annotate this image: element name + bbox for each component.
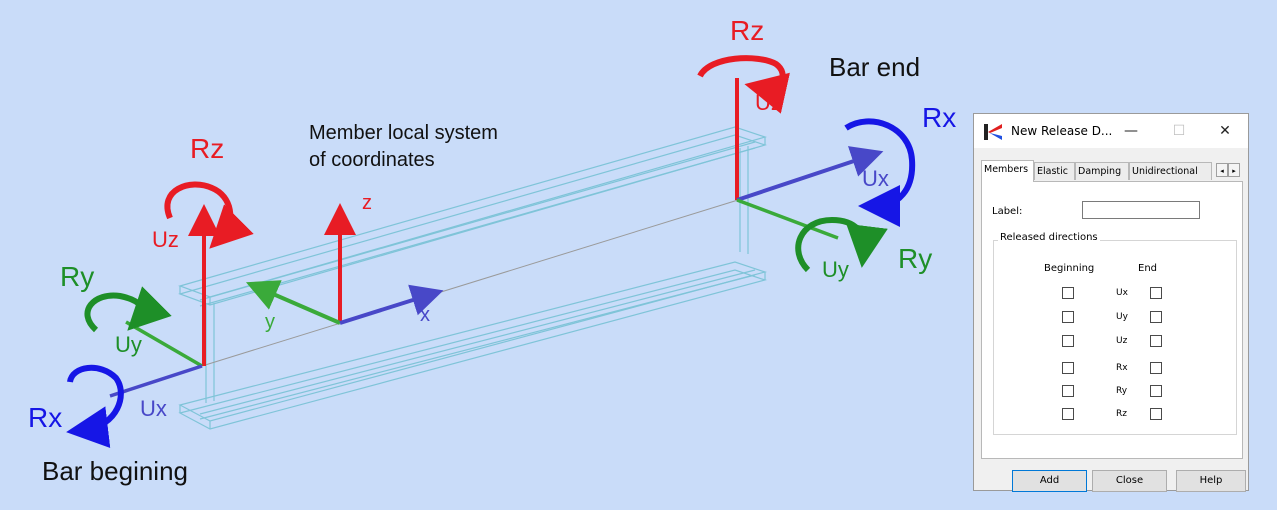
label-input[interactable] (1082, 201, 1200, 219)
uz-row-label: Uz (1116, 336, 1128, 346)
tab-elastic[interactable]: Elastic (1034, 162, 1075, 180)
end-column-header: End (1138, 263, 1158, 274)
rx-moment-beginning-icon (66, 364, 124, 449)
uy-end-checkbox[interactable] (1150, 311, 1162, 323)
bar-end-title: Bar end (829, 52, 920, 82)
ux-end-checkbox[interactable] (1150, 287, 1162, 299)
bar-beginning-title: Bar begining (42, 456, 188, 486)
uy-row-label: Uy (1116, 312, 1128, 322)
close-button[interactable]: Close (1092, 470, 1167, 492)
members-tab-panel (981, 181, 1243, 459)
axis-label-x: x (420, 304, 430, 326)
close-window-button[interactable]: ✕ (1219, 123, 1231, 139)
rx-beginning-checkbox[interactable] (1062, 362, 1074, 374)
label-uz-beginning: Uz (152, 227, 179, 252)
tab-unidirectional[interactable]: Unidirectional (1129, 162, 1212, 180)
tab-scroll-left-icon[interactable]: ◂ (1216, 163, 1228, 177)
dialog-tabs: Members Elastic Damping Unidirectional ◂… (981, 160, 1243, 182)
ux-beginning-checkbox[interactable] (1062, 287, 1074, 299)
label-rx-end: Rx (922, 102, 956, 133)
local-system-axes (245, 203, 444, 325)
tab-members[interactable]: Members (981, 160, 1034, 182)
rx-moment-end-icon (844, 118, 916, 227)
beginning-column-header: Beginning (1044, 263, 1095, 274)
label-ux-end: Ux (862, 166, 889, 191)
rz-end-checkbox[interactable] (1150, 408, 1162, 420)
ry-end-checkbox[interactable] (1150, 385, 1162, 397)
released-directions-title: Released directions (998, 232, 1100, 243)
minimize-button[interactable]: — (1124, 123, 1138, 139)
label-rx-beginning: Rx (28, 402, 62, 433)
help-button[interactable]: Help (1176, 470, 1246, 492)
uz-end-checkbox[interactable] (1150, 335, 1162, 347)
label-ry-end: Ry (898, 243, 932, 274)
ry-beginning-checkbox[interactable] (1062, 385, 1074, 397)
label-caption: Label: (992, 206, 1023, 217)
rz-row-label: Rz (1116, 409, 1127, 419)
label-ry-beginning: Ry (60, 261, 94, 292)
ry-moment-end-icon (795, 216, 888, 273)
axis-label-z: z (362, 192, 372, 214)
end-node-axes (735, 78, 884, 240)
tab-scroll-right-icon[interactable]: ▸ (1228, 163, 1240, 177)
local-system-text-line1: Member local system (309, 122, 498, 144)
ry-row-label: Ry (1116, 386, 1128, 396)
bar-axis-line (201, 199, 739, 367)
label-rz-end: Rz (730, 15, 764, 46)
label-uy-beginning: Uy (115, 332, 142, 357)
local-system-text-line2: of coordinates (309, 149, 435, 171)
label-uy-end: Uy (822, 257, 849, 282)
rx-row-label: Rx (1116, 363, 1128, 373)
app-logo-icon (984, 124, 1002, 140)
ux-row-label: Ux (1116, 288, 1128, 298)
axis-label-y: y (265, 311, 275, 333)
label-rz-beginning: Rz (190, 133, 224, 164)
rx-end-checkbox[interactable] (1150, 362, 1162, 374)
rz-beginning-checkbox[interactable] (1062, 408, 1074, 420)
new-release-dialog: New Release D... — ☐ ✕ Members Elastic D… (973, 113, 1249, 492)
add-button[interactable]: Add (1012, 470, 1087, 492)
dialog-title: New Release D... (1011, 124, 1113, 138)
rz-moment-beginning-icon (164, 181, 254, 249)
label-ux-beginning: Ux (140, 396, 167, 421)
rz-moment-end-icon (697, 55, 790, 114)
i-beam (178, 126, 768, 430)
uy-beginning-checkbox[interactable] (1062, 311, 1074, 323)
dialog-titlebar[interactable]: New Release D... — ☐ ✕ (974, 114, 1248, 148)
released-directions-group (993, 240, 1237, 435)
label-uz-end: Uz (755, 90, 782, 115)
tab-damping[interactable]: Damping (1075, 162, 1129, 180)
uz-beginning-checkbox[interactable] (1062, 335, 1074, 347)
maximize-button[interactable]: ☐ (1172, 123, 1186, 139)
ry-moment-beginning-icon (84, 286, 172, 333)
